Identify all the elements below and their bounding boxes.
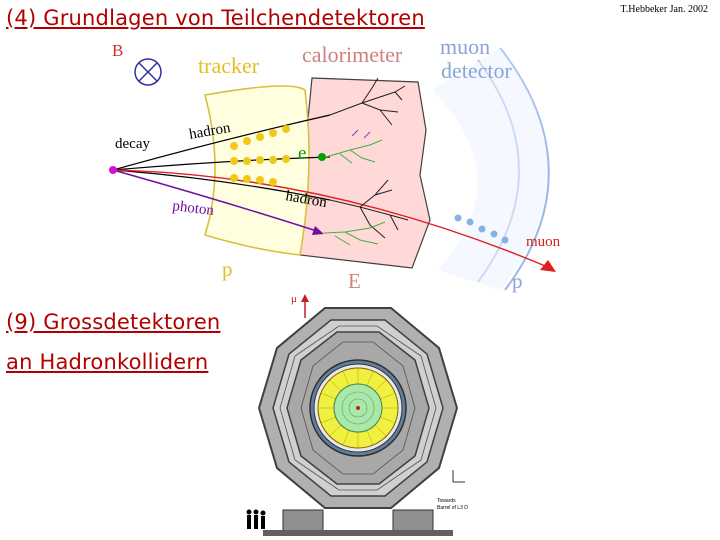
hadron-label-mid: hadron xyxy=(284,188,328,211)
calorimeter-region xyxy=(294,77,431,269)
tracker-label: tracker xyxy=(198,53,260,78)
muon-detector-label-line2: detector xyxy=(441,58,513,83)
axis-label-mu: μ xyxy=(291,293,297,305)
tracker-hits xyxy=(230,125,290,186)
tracker-region xyxy=(203,85,310,256)
section-heading-large-detectors[interactable]: (9) Grossdetektoren xyxy=(6,310,221,334)
electron-label: e xyxy=(298,143,306,164)
muon-track xyxy=(112,169,551,269)
support-foot-right xyxy=(392,509,434,533)
hadron-label-top: hadron xyxy=(188,120,232,143)
muon-hits xyxy=(454,214,509,244)
hadron-showers xyxy=(329,77,409,239)
support-foot-left xyxy=(282,509,324,533)
magnetic-field-icon xyxy=(134,58,162,86)
people-scale-figures xyxy=(246,509,266,529)
muon-chambers xyxy=(279,325,437,491)
detector-cross-section: μ Towards Barrel of L3 D xyxy=(246,293,468,536)
em-showers xyxy=(323,139,386,246)
electron-shower-start xyxy=(318,153,326,161)
muon-label: muon xyxy=(526,234,561,250)
muon-detector-label-line1: muon xyxy=(440,34,490,59)
electron-track xyxy=(112,156,331,171)
muon-arrowhead xyxy=(540,260,556,272)
coordinate-axes xyxy=(452,470,465,483)
axes-caption-line2: Barrel of L3 D xyxy=(437,505,468,511)
photon-label: photon xyxy=(172,198,216,219)
detector-principle-diagram: B tracker calorimeter muon detector deca… xyxy=(109,34,561,293)
calorimeter-energy-label: E xyxy=(348,269,361,293)
tracker-momentum-label: p xyxy=(222,257,233,281)
decay-vertex xyxy=(109,166,117,174)
author-credit: T.Hebbeker Jan. 2002 xyxy=(620,4,708,15)
section-heading-hadron-colliders[interactable]: an Hadronkollidern xyxy=(6,350,209,374)
photon-track xyxy=(112,169,321,233)
b-field-label: B xyxy=(112,41,123,60)
axes-caption-line1: Towards xyxy=(437,498,456,504)
section-heading-basics[interactable]: (4) Grundlagen von Teilchendetektoren xyxy=(6,6,425,30)
decay-label: decay xyxy=(115,136,150,152)
hadron-track-mid xyxy=(112,169,331,201)
muon-momentum-label: p xyxy=(512,269,523,293)
calorimeter-label: calorimeter xyxy=(302,42,403,67)
hadron-track-top xyxy=(112,114,331,171)
